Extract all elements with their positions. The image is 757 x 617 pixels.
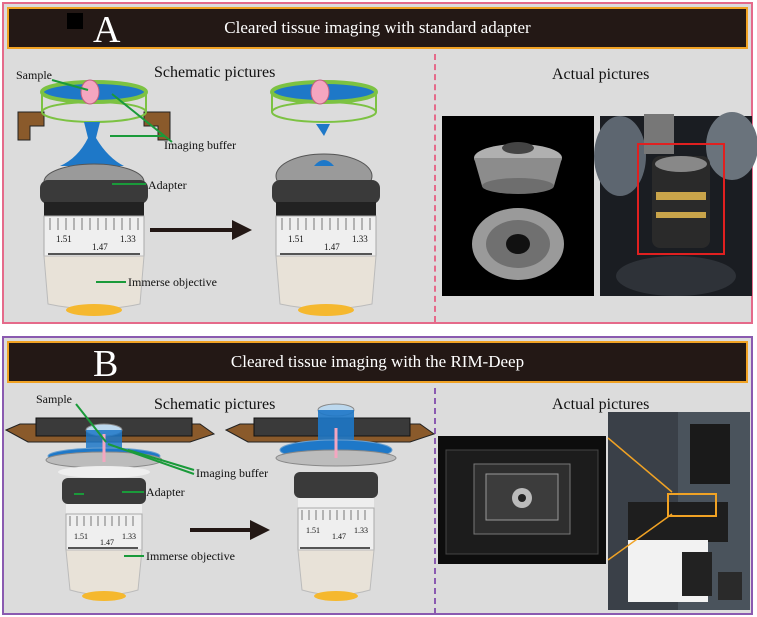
panel-a-scale-4: 1.51: [288, 234, 304, 244]
panel-a-title: Cleared tissue imaging with standard ada…: [224, 18, 531, 37]
panel-a-marker: [67, 13, 83, 29]
panel-b-letter: B: [93, 343, 119, 385]
panel-b-schematic: [4, 403, 436, 601]
panel-b-photo-microscope: [608, 412, 750, 610]
panel-a-scale-5: 1.47: [324, 242, 340, 252]
panel-a-photo-adapter: [442, 116, 594, 296]
panel-b-photo-stage: [438, 436, 606, 564]
panel-b-schematic-title: Schematic pictures: [154, 396, 276, 413]
panel-b-label-buffer: Imaging buffer: [196, 466, 269, 480]
panel-a-label-buffer: Imaging buffer: [164, 138, 237, 152]
panel-a-label-adapter: Adapter: [148, 178, 187, 192]
panel-b-label-sample: Sample: [36, 392, 72, 406]
panel-a-letter: A: [93, 9, 121, 51]
panel-b-scale-3: 1.33: [122, 532, 136, 541]
panel-a-header: A Cleared tissue imaging with standard a…: [7, 7, 748, 51]
panel-a: A Cleared tissue imaging with standard a…: [2, 2, 757, 324]
panel-a-label-sample: Sample: [16, 68, 52, 82]
panel-b-header: B Cleared tissue imaging with the RIM-De…: [7, 341, 748, 385]
panel-b-actual-title: Actual pictures: [552, 396, 650, 413]
panel-a-scale-3: 1.33: [120, 234, 136, 244]
panel-b-zoom-lines: [607, 437, 673, 561]
panel-b-scale-1: 1.51: [74, 532, 88, 541]
panel-b-title: Cleared tissue imaging with the RIM-Deep: [230, 352, 525, 371]
panel-b-label-adapter: Adapter: [146, 485, 185, 499]
panel-b-label-objective: Immerse objective: [146, 549, 235, 563]
panel-b-scale-4: 1.51: [306, 526, 320, 535]
panel-a-actual-title: Actual pictures: [552, 66, 650, 83]
panel-a-photo-microscope: [594, 112, 757, 296]
panel-a-scale-6: 1.33: [352, 234, 368, 244]
panel-a-scale-2: 1.47: [92, 242, 108, 252]
panel-b-scale-5: 1.47: [332, 532, 346, 541]
panel-b-scale-2: 1.47: [100, 538, 114, 547]
panel-b-scale-6: 1.33: [354, 526, 368, 535]
panel-a-label-objective: Immerse objective: [128, 275, 217, 289]
panel-b-divider: [434, 388, 436, 614]
panel-a-divider: [434, 54, 436, 322]
panel-a-scale-1: 1.51: [56, 234, 72, 244]
panel-a-schematic-title: Schematic pictures: [154, 64, 276, 81]
panel-a-schematic-left: [17, 79, 380, 316]
panel-b: B Cleared tissue imaging with the RIM-De…: [2, 336, 753, 615]
